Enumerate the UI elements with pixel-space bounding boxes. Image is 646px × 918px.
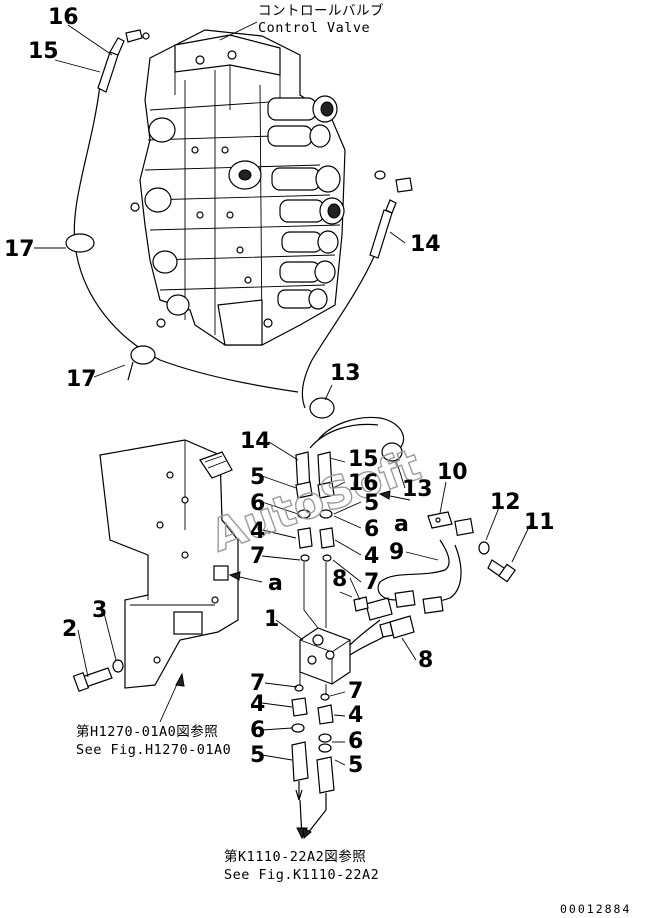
control-valve-label-jp: コントロールバルブ [258, 2, 384, 19]
fitting-stack-upper-right [317, 451, 335, 628]
callout-a-right: a [394, 512, 409, 537]
fitting-stack-upper-left [295, 451, 319, 629]
callout-7-b: 7 [364, 570, 379, 595]
callout-14-right: 14 [410, 232, 441, 257]
callout-14-mid: 14 [240, 429, 271, 454]
pressure-sensor-8-lower [379, 615, 415, 639]
callout-8-b: 8 [418, 648, 433, 673]
callout-6-a: 6 [250, 491, 265, 516]
bolt-and-washer [72, 659, 124, 692]
manifold-block [299, 619, 393, 685]
callout-11: 11 [524, 510, 555, 535]
clamp-17-lower [130, 345, 156, 365]
callout-5-b: 5 [364, 491, 379, 516]
reference-arrows-bottom [296, 799, 327, 840]
callout-6-d: 6 [348, 729, 363, 754]
callout-10: 10 [437, 460, 468, 485]
callout-17-left: 17 [4, 237, 35, 262]
valve-bolts [130, 50, 273, 328]
hose-routing [65, 37, 404, 462]
fitting-stack-lower-right [316, 684, 335, 810]
callout-7-d: 7 [348, 679, 363, 704]
callout-4-a: 4 [250, 519, 265, 544]
callout-9: 9 [389, 540, 404, 565]
solenoid-valves [267, 95, 345, 310]
callout-8-a: 8 [332, 567, 347, 592]
callout-4-c: 4 [250, 692, 265, 717]
callout-15-top: 15 [28, 39, 59, 64]
clamp-13-lower [381, 442, 403, 462]
callout-16-mid: 16 [348, 471, 379, 496]
callout-13-top: 13 [330, 361, 361, 386]
reference-fig-h1270-en: See Fig.H1270-01A0 [76, 742, 231, 758]
pressure-sensor-8-upper [339, 591, 393, 621]
clamp-13-upper [309, 397, 335, 419]
control-valve-label-en: Control Valve [258, 20, 370, 36]
callout-7-a: 7 [250, 544, 265, 569]
callout-4-d: 4 [348, 703, 363, 728]
reference-fig-k1110-jp: 第K1110-22A2図参照 [224, 848, 366, 865]
reference-fig-h1270-jp: 第H1270-01A0図参照 [76, 723, 218, 740]
callout-labels: 16 15 17 17 14 13 14 15 16 13 5 6 4 7 5 … [4, 5, 555, 778]
callout-3: 3 [92, 598, 107, 623]
valve-side-fittings [125, 29, 413, 193]
callout-17-mid: 17 [66, 367, 97, 392]
callout-1: 1 [264, 607, 279, 632]
spool-caps [144, 117, 262, 316]
washer-and-bolt-right [478, 541, 516, 583]
callout-6-c: 6 [250, 718, 265, 743]
callout-4-b: 4 [364, 544, 379, 569]
callout-16-top: 16 [48, 5, 79, 30]
callout-2: 2 [62, 617, 77, 642]
callout-5-d: 5 [348, 753, 363, 778]
mounting-bracket [99, 439, 239, 689]
callout-7-c: 7 [250, 671, 265, 696]
wiring-harness [377, 511, 474, 614]
callout-a-left: a [268, 571, 283, 596]
captions: コントロールバルブ Control Valve 第H1270-01A0図参照 S… [76, 2, 631, 916]
sensor-14-upper [369, 209, 393, 259]
leader-lines [34, 21, 531, 766]
control-valve-assembly [125, 29, 413, 346]
callout-12: 12 [490, 490, 521, 515]
document-id: 00012884 [560, 902, 631, 916]
callout-15-mid: 15 [348, 447, 379, 472]
reference-fig-k1110-en: See Fig.K1110-22A2 [224, 867, 379, 883]
callout-6-b: 6 [364, 517, 379, 542]
clamp-17-upper [65, 233, 95, 253]
fitting-stack-lower-left [291, 672, 309, 801]
callout-5-c: 5 [250, 743, 265, 768]
callout-5-a: 5 [250, 465, 265, 490]
callout-13-mid: 13 [402, 477, 433, 502]
